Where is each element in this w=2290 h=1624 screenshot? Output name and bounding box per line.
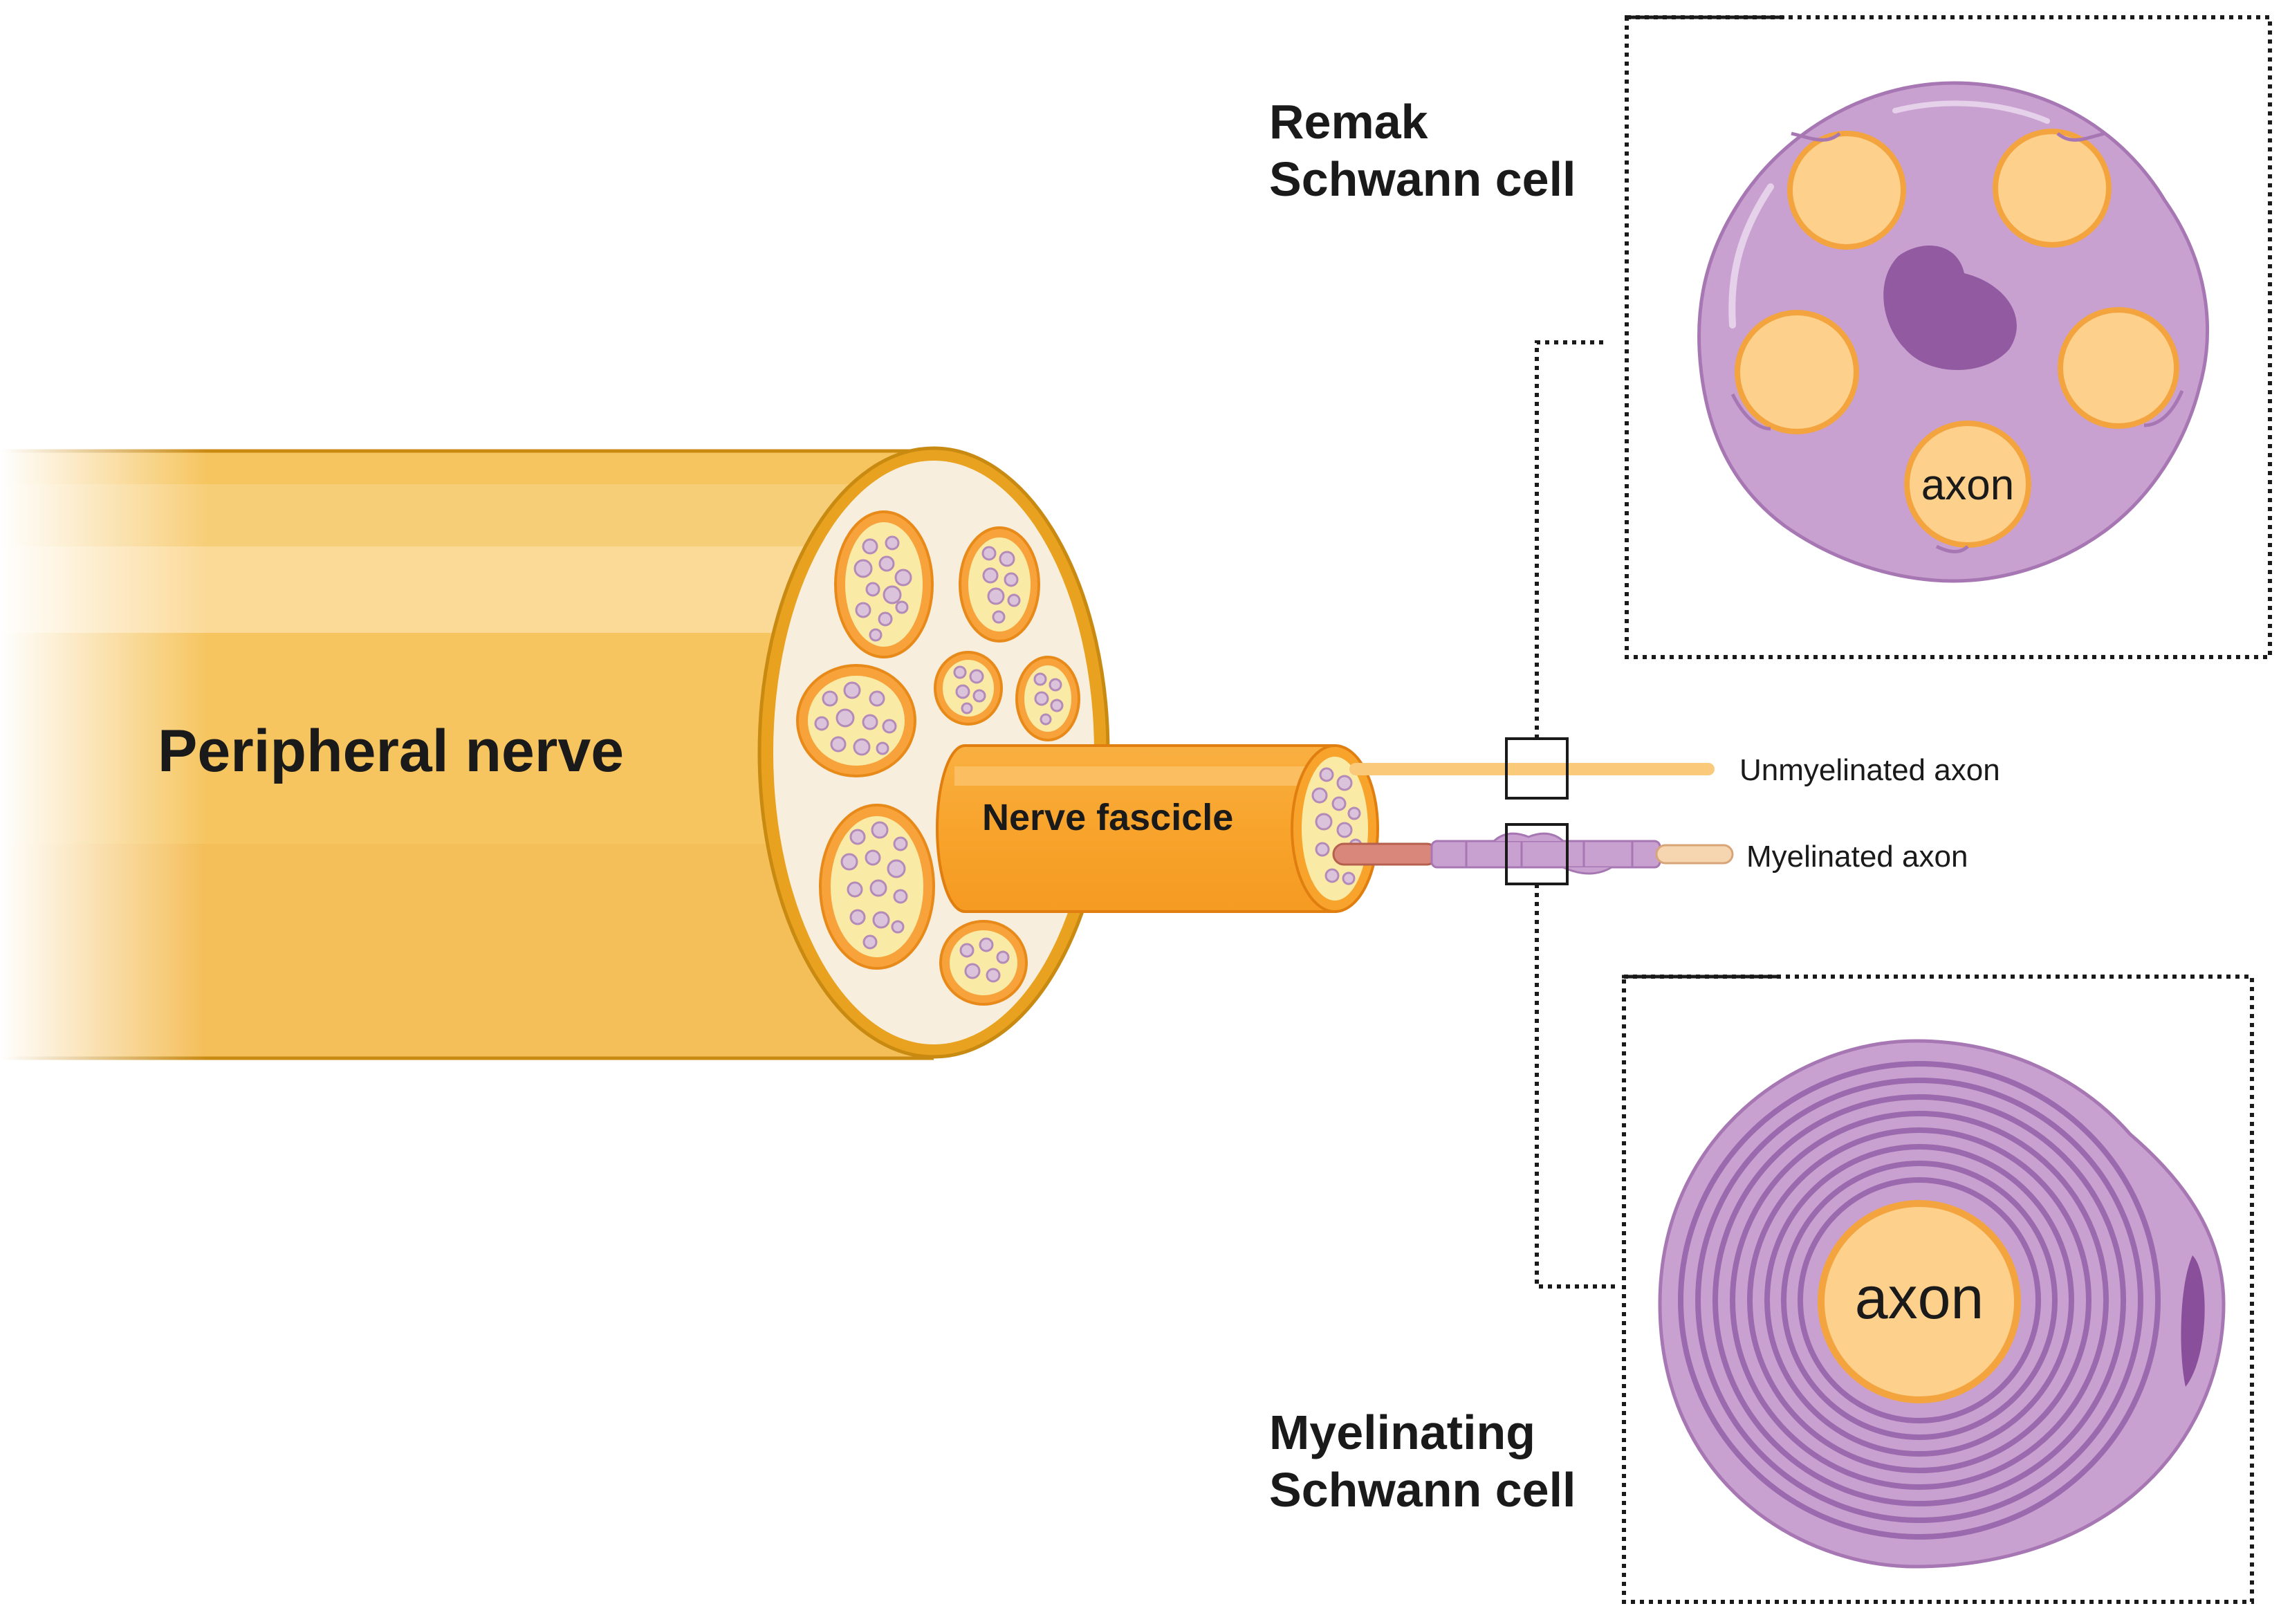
fascicle-body [936, 744, 1336, 913]
myelinated-axon-core [1818, 1200, 2021, 1403]
myelinated-axon-strand [1332, 832, 1734, 875]
peripheral-nerve [0, 443, 1110, 1065]
remak-axon [1993, 129, 2112, 248]
connector-to-remak [1535, 340, 1605, 739]
fascicle-section [819, 804, 935, 970]
fascicle-section [796, 664, 916, 777]
nerve-fade [0, 443, 207, 1065]
myelinating-title-line2: Schwann cell [1269, 1463, 1576, 1517]
myelinating-panel-frame [1622, 975, 2254, 1604]
remak-axons [1735, 129, 2179, 548]
fascicle-section [1015, 656, 1080, 741]
peripheral-nerve-label: Peripheral nerve [158, 718, 624, 784]
remak-nucleus [1883, 246, 2017, 370]
fascicle-section [934, 651, 1003, 726]
remak-cell-sheen-top [1892, 100, 2050, 124]
remak-cell-sheen [1728, 183, 1774, 329]
remak-panel-frame [1625, 15, 2272, 659]
remak-axon-label: axon [1921, 461, 2014, 509]
connector-lines [1535, 340, 1618, 1289]
remak-axon [2058, 307, 2179, 429]
fascicle-highlight [954, 766, 1335, 786]
myelinating-title-line1: Myelinating [1269, 1405, 1535, 1459]
unmyelinated-axon-label: Unmyelinated axon [1739, 753, 2000, 787]
myelinated-axon-label: Myelinated axon [1746, 840, 1968, 874]
myelinating-panel: axon [1622, 975, 2254, 1604]
myelinating-nucleus [2181, 1255, 2205, 1387]
remak-mesaxons [1730, 131, 2184, 553]
remak-axon [1735, 310, 1859, 434]
fascicle-sections [796, 510, 1080, 1006]
connector-to-myelinating [1535, 884, 1618, 1289]
myelin-axon-label: axon [1855, 1265, 1984, 1331]
myelin-lamellae [1678, 1061, 2161, 1540]
fascicle-section [834, 510, 934, 658]
nerve-fascicle-label: Nerve fascicle [982, 797, 1233, 838]
remak-axon [1787, 131, 1906, 250]
remak-axon [1904, 421, 2031, 548]
remak-title-line2: Schwann cell [1269, 152, 1576, 206]
remak-title-line1: Remak [1269, 95, 1428, 149]
fascicle-section [959, 526, 1040, 643]
fascicle-section [939, 920, 1028, 1006]
remak-panel: axon [1625, 15, 2272, 659]
